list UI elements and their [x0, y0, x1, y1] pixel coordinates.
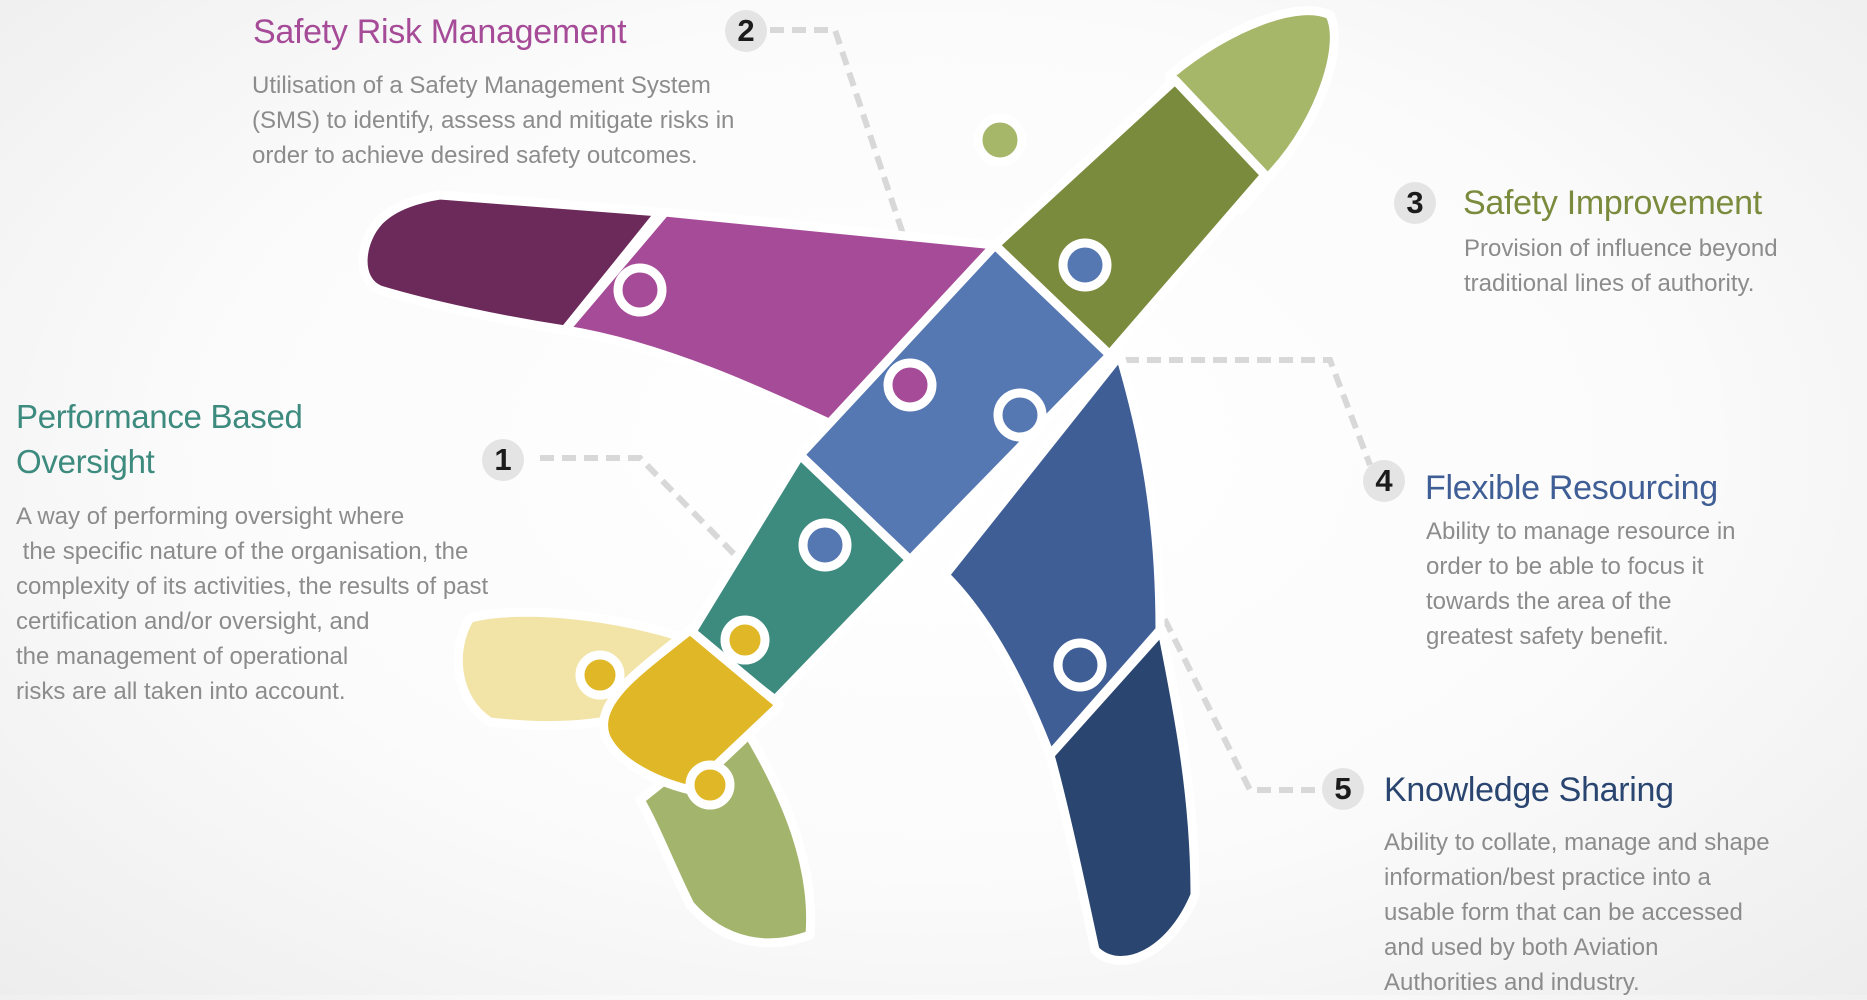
- item-1-desc-line: complexity of its activities, the result…: [16, 573, 489, 600]
- item-5-desc-line: Ability to collate, manage and shape: [1384, 829, 1770, 856]
- item-3-desc-line: Provision of influence beyond: [1464, 235, 1778, 262]
- puzzle-knob: [575, 650, 625, 700]
- item-2-title: Safety Risk Management: [253, 13, 627, 51]
- item-4-desc-line: order to be able to focus it: [1426, 553, 1704, 580]
- item-2-desc-line: (SMS) to identify, assess and mitigate r…: [252, 107, 735, 134]
- connector-line-1: [540, 455, 738, 558]
- puzzle-knob: [685, 760, 735, 810]
- item-5-desc-line: information/best practice into a: [1384, 864, 1711, 891]
- item-5-number-badge: 5: [1322, 768, 1364, 810]
- item-4-desc-line: greatest safety benefit.: [1426, 623, 1669, 650]
- puzzle-knob: [993, 388, 1047, 442]
- item-4-title: Flexible Resourcing: [1425, 469, 1718, 507]
- item-2-desc-line: Utilisation of a Safety Management Syste…: [252, 72, 711, 99]
- item-5-desc-line: Authorities and industry.: [1384, 969, 1640, 996]
- puzzle-knob: [883, 358, 937, 412]
- puzzle-knobs: [575, 113, 1112, 810]
- item-1-desc-line: the specific nature of the organisation,…: [16, 538, 469, 565]
- connector-line-2: [770, 27, 908, 241]
- puzzle-knob: [973, 113, 1027, 167]
- puzzle-knob: [798, 518, 852, 572]
- item-3-desc-line: traditional lines of authority.: [1464, 270, 1755, 297]
- item-4-number-badge: 4: [1363, 460, 1405, 502]
- item-1-description: A way of performing oversight where the …: [16, 499, 488, 709]
- puzzle-knob: [613, 263, 667, 317]
- wing-navy-piece: [1045, 625, 1200, 965]
- puzzle-knob: [1053, 638, 1107, 692]
- item-5-title: Knowledge Sharing: [1384, 771, 1674, 809]
- item-1-title-line1: Performance Based: [16, 398, 303, 435]
- item-1-desc-line: the management of operational: [16, 643, 349, 670]
- item-3-number-badge: 3: [1394, 182, 1436, 224]
- item-3-description: Provision of influence beyond traditiona…: [1464, 231, 1778, 301]
- item-1-title-line2: Oversight: [16, 443, 155, 480]
- item-4-description: Ability to manage resource in order to b…: [1426, 514, 1736, 654]
- item-4-desc-line: Ability to manage resource in: [1426, 518, 1736, 545]
- item-4-desc-line: towards the area of the: [1426, 588, 1672, 615]
- item-2-number-badge: 2: [725, 10, 767, 52]
- airplane-puzzle-pieces: [358, 6, 1339, 965]
- item-1-desc-line: risks are all taken into account.: [16, 678, 346, 705]
- item-5-desc-line: and used by both Aviation: [1384, 934, 1659, 961]
- item-2-desc-line: order to achieve desired safety outcomes…: [252, 142, 698, 169]
- puzzle-knob: [720, 615, 770, 665]
- connector-line-4: [1125, 357, 1373, 467]
- item-5-desc-line: usable form that can be accessed: [1384, 899, 1743, 926]
- item-1-title: Performance Based Oversight: [16, 394, 303, 484]
- item-1-number-badge: 1: [482, 439, 524, 481]
- wing-tip-purple-piece: [358, 190, 665, 335]
- item-1-desc-line: certification and/or oversight, and: [16, 608, 370, 635]
- item-5-description: Ability to collate, manage and shape inf…: [1384, 825, 1770, 1000]
- item-3-title: Safety Improvement: [1463, 184, 1762, 222]
- item-2-description: Utilisation of a Safety Management Syste…: [252, 68, 734, 173]
- puzzle-knob: [1058, 238, 1112, 292]
- nose-yellow-piece: [599, 625, 785, 795]
- item-1-desc-line: A way of performing oversight where: [16, 503, 405, 530]
